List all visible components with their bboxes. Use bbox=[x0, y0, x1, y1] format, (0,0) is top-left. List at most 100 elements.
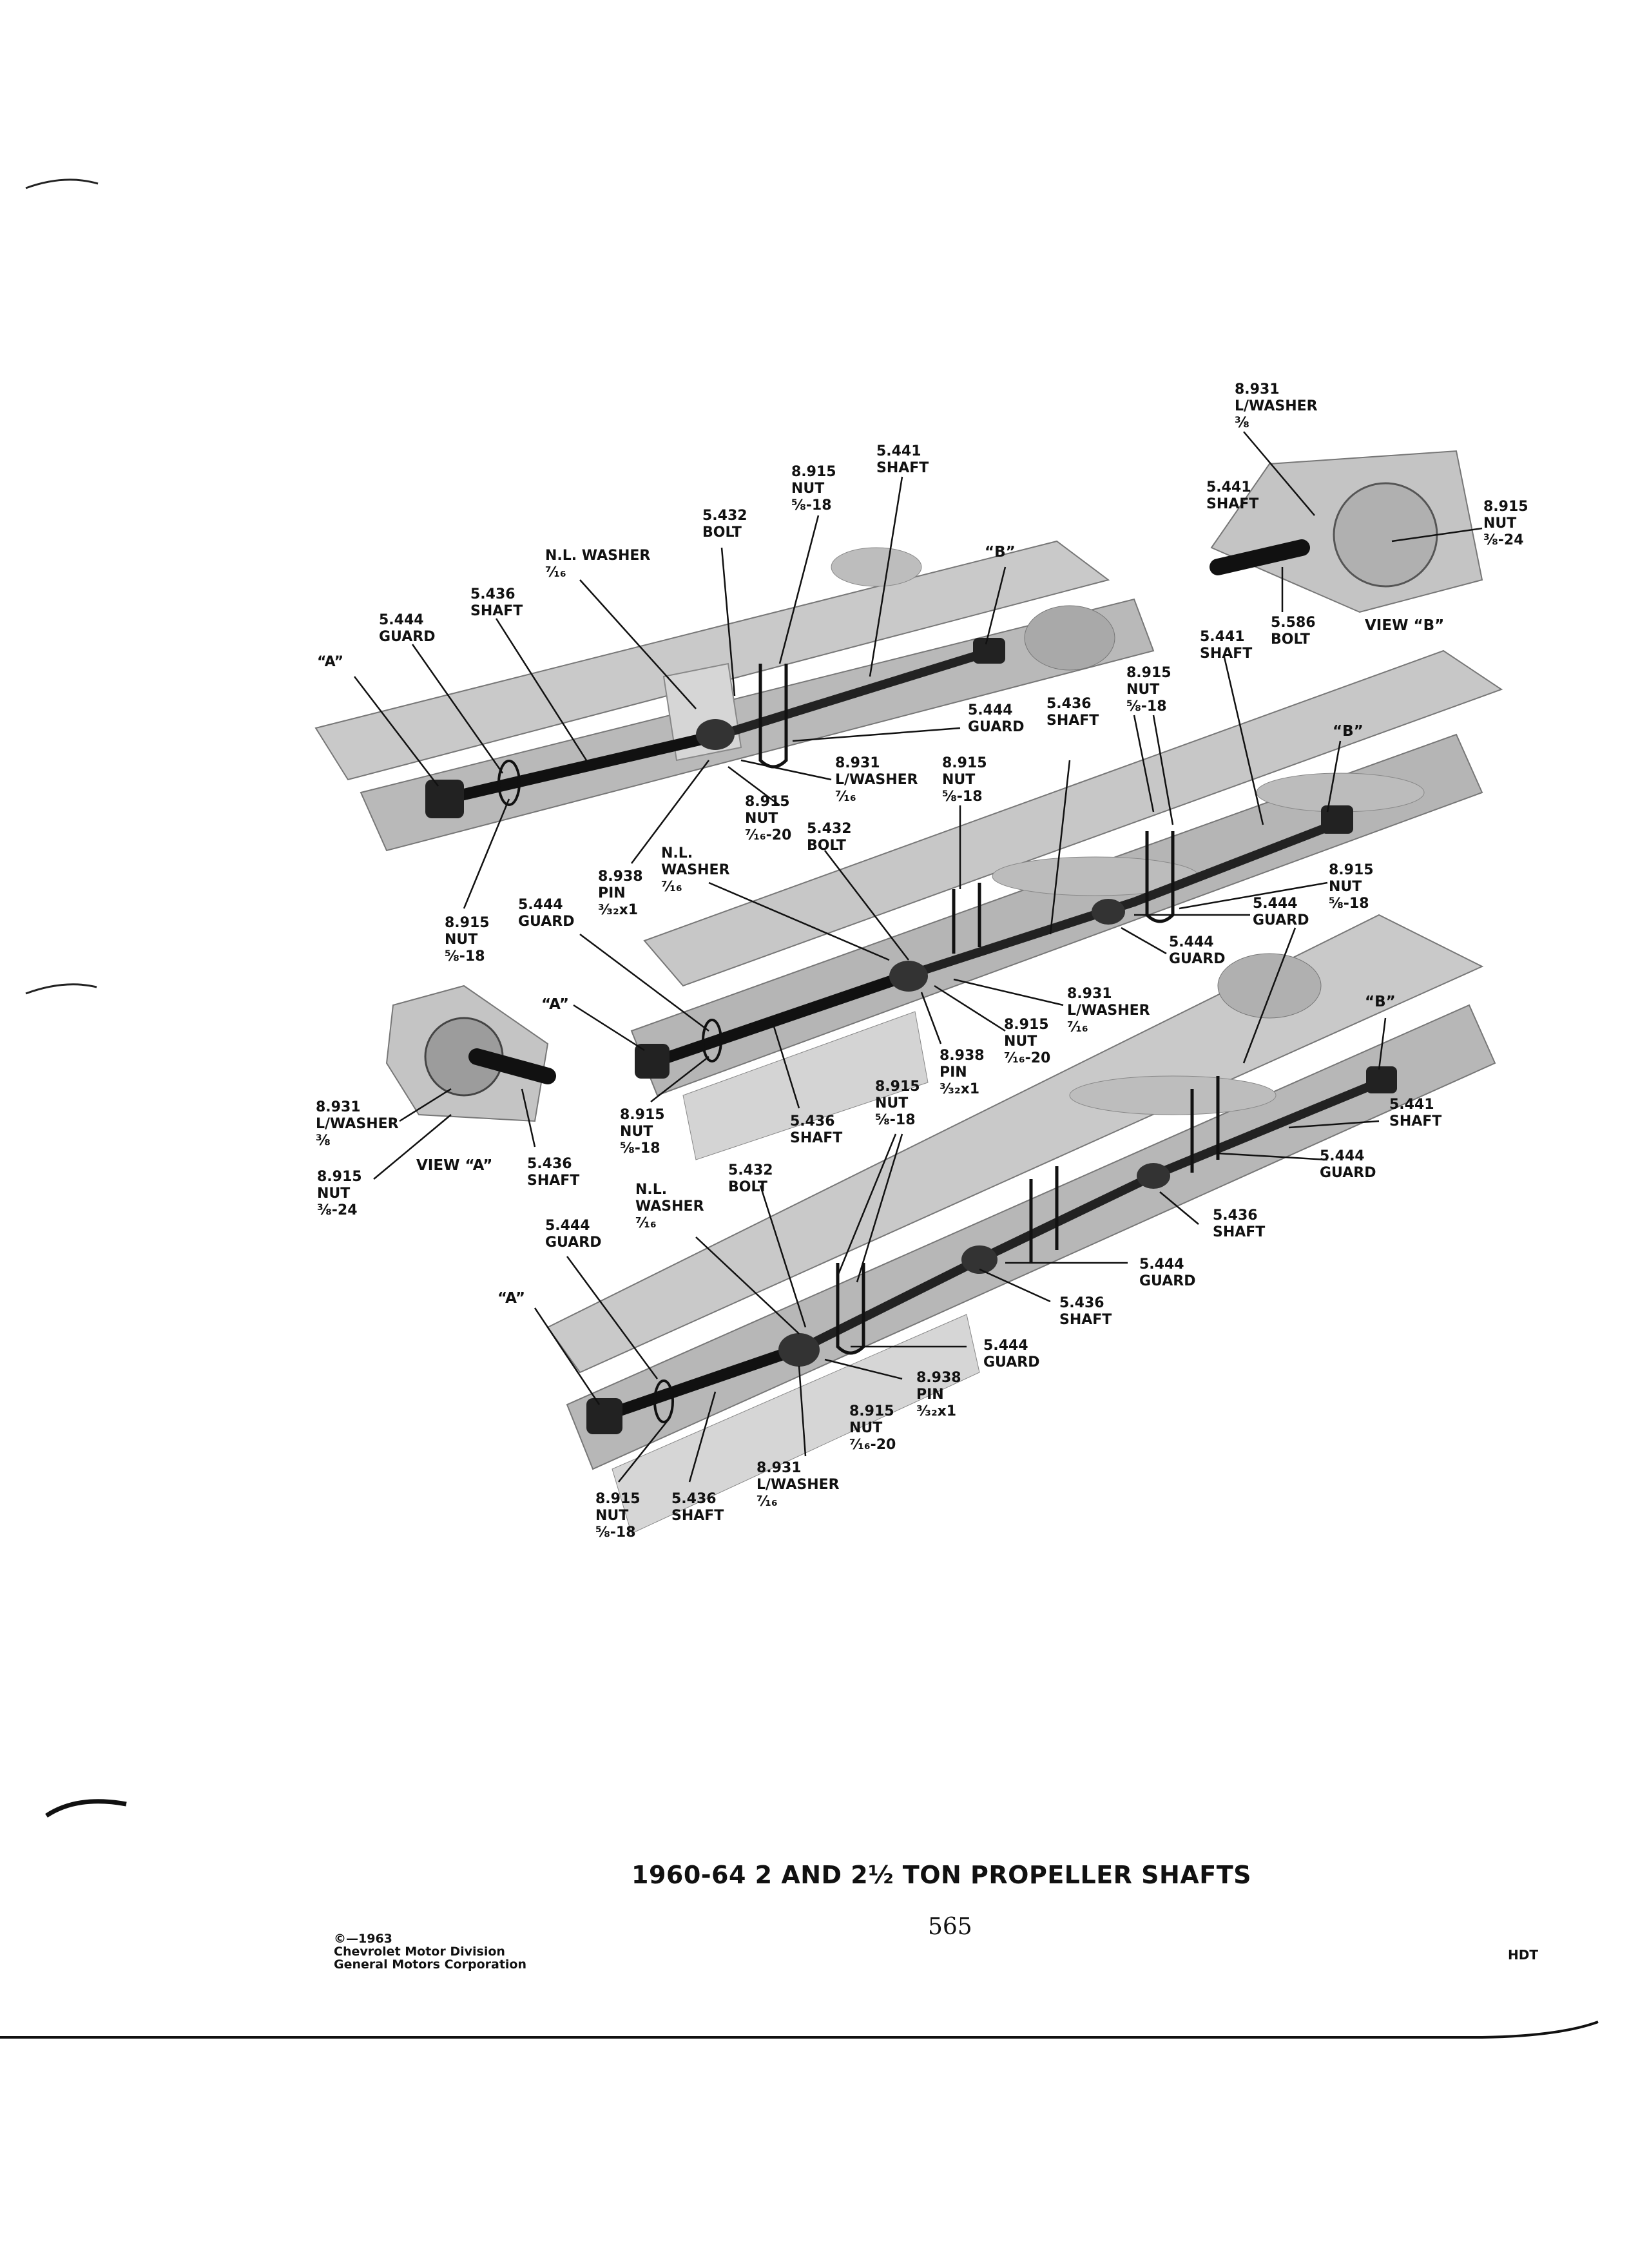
binder-mark-3 bbox=[45, 1799, 127, 1818]
frame-rail bbox=[643, 649, 1503, 987]
label-pin: 8.938 PIN ³⁄₃₂x1 bbox=[916, 1370, 961, 1419]
label-nut-58-18: 8.915 NUT ⅝-18 bbox=[445, 915, 490, 965]
label-b-marker: “B” bbox=[1365, 994, 1396, 1010]
leader-line bbox=[836, 1133, 897, 1276]
propeller-shaft bbox=[439, 729, 728, 805]
label-a-marker: “A” bbox=[541, 996, 569, 1013]
label-nut-38-24: 8.915 NUT ⅜-24 bbox=[1483, 499, 1528, 548]
label-shaft-5441: 5.441 SHAFT bbox=[1389, 1097, 1442, 1129]
frame-rail-lower bbox=[682, 1011, 929, 1160]
leader-line bbox=[399, 1088, 452, 1122]
label-nut-58-18: 8.915 NUT ⅝-18 bbox=[620, 1107, 665, 1157]
view-a-shaft bbox=[468, 1048, 556, 1084]
label-view-b: VIEW “B” bbox=[1365, 617, 1445, 634]
center-bearing bbox=[889, 961, 928, 992]
guard-strap bbox=[1190, 1076, 1220, 1173]
label-a-marker: “A” bbox=[317, 654, 344, 670]
label-lwasher: 8.931 L/WASHER ⁷⁄₁₆ bbox=[1067, 986, 1150, 1035]
spring bbox=[1069, 1075, 1277, 1115]
leader-line bbox=[1133, 715, 1155, 812]
leader-line bbox=[1121, 927, 1167, 955]
label-guard: 5.444 GUARD bbox=[968, 702, 1025, 735]
label-nut-58-18: 8.915 NUT ⅝-18 bbox=[875, 1079, 920, 1128]
leader-line bbox=[1217, 1152, 1328, 1161]
label-lwasher: 8.931 L/WASHER ⁷⁄₁₆ bbox=[757, 1460, 840, 1510]
view-a-drawing bbox=[385, 985, 556, 1122]
leader-line bbox=[463, 798, 510, 909]
leader-line bbox=[824, 1358, 903, 1380]
label-nut-58-18: 8.915 NUT ⅝-18 bbox=[791, 464, 836, 514]
label-bolt-5586: 5.586 BOLT bbox=[1271, 615, 1316, 648]
leader-line bbox=[985, 566, 1007, 645]
label-shaft-5441: 5.441 SHAFT bbox=[1200, 629, 1253, 662]
propeller-shaft bbox=[1155, 1078, 1383, 1177]
propeller-shaft bbox=[801, 1252, 990, 1351]
label-pin: 8.938 PIN ³⁄₃₂x1 bbox=[598, 869, 643, 918]
leader-line bbox=[869, 476, 903, 677]
label-nut-58-18: 8.915 NUT ⅝-18 bbox=[942, 755, 987, 805]
copyright-line: ©—1963 bbox=[334, 1932, 392, 1946]
label-shaft-5436: 5.436 SHAFT bbox=[527, 1156, 580, 1189]
view-b-shaft bbox=[1210, 539, 1310, 575]
center-bearing bbox=[1092, 899, 1125, 925]
leader-line bbox=[631, 760, 709, 864]
label-shaft-5436: 5.436 SHAFT bbox=[671, 1491, 724, 1524]
leader-line bbox=[534, 1307, 601, 1405]
leader-line bbox=[792, 727, 961, 742]
label-shaft-5441: 5.441 SHAFT bbox=[876, 443, 929, 476]
label-nut-58-18: 8.915 NUT ⅝-18 bbox=[595, 1491, 641, 1541]
label-nut-716-20: 8.915 NUT ⁷⁄₁₆-20 bbox=[849, 1403, 896, 1453]
label-guard: 5.444 GUARD bbox=[545, 1218, 602, 1251]
center-bearing bbox=[778, 1333, 820, 1367]
label-guard: 5.444 GUARD bbox=[1253, 896, 1309, 928]
label-pin: 8.938 PIN ³⁄₃₂x1 bbox=[940, 1048, 985, 1097]
leader-line bbox=[798, 1365, 807, 1457]
label-guard: 5.444 GUARD bbox=[379, 612, 436, 645]
leader-line bbox=[579, 579, 697, 709]
label-nl-washer: N.L. WASHER ⁷⁄₁₆ bbox=[661, 845, 730, 895]
leader-line bbox=[708, 881, 890, 961]
leader-line bbox=[778, 515, 820, 664]
u-joint bbox=[1366, 1066, 1397, 1093]
label-shaft-5441: 5.441 SHAFT bbox=[1206, 479, 1259, 512]
view-b-drawing bbox=[1210, 450, 1483, 613]
label-nut-716-20: 8.915 NUT ⁷⁄₁₆-20 bbox=[745, 794, 792, 843]
leader-line bbox=[1326, 740, 1342, 812]
bottom-rule bbox=[0, 2021, 1599, 2039]
doc-code: HDT bbox=[1508, 1947, 1538, 1963]
leader-line bbox=[1152, 715, 1174, 825]
leader-line bbox=[373, 1114, 452, 1180]
leader-line bbox=[495, 618, 588, 761]
label-guard: 5.444 GUARD bbox=[1320, 1148, 1376, 1181]
label-guard: 5.444 GUARD bbox=[983, 1338, 1040, 1370]
binder-mark-2 bbox=[25, 983, 97, 995]
leader-line bbox=[354, 676, 439, 787]
leader-line bbox=[772, 1024, 800, 1109]
leader-line bbox=[728, 766, 780, 806]
u-joint bbox=[586, 1398, 622, 1434]
label-shaft-5436: 5.436 SHAFT bbox=[1213, 1207, 1266, 1240]
leader-line bbox=[1288, 1120, 1380, 1129]
leader-line bbox=[920, 992, 942, 1044]
label-lwasher: 8.931 L/WASHER ⁷⁄₁₆ bbox=[835, 755, 918, 805]
propeller-shaft bbox=[593, 1341, 811, 1423]
label-bolt-5432: 5.432 BOLT bbox=[702, 508, 747, 541]
wheel-hub bbox=[1024, 605, 1115, 671]
label-nut-716-20: 8.915 NUT ⁷⁄₁₆-20 bbox=[1004, 1017, 1051, 1066]
leader-line bbox=[688, 1391, 717, 1483]
label-a-marker: “A” bbox=[497, 1290, 525, 1307]
assembly-1-drawing bbox=[314, 540, 1155, 852]
leader-line bbox=[953, 978, 1064, 1006]
guard-ring bbox=[653, 1379, 674, 1423]
label-shaft-5436: 5.436 SHAFT bbox=[1046, 696, 1099, 729]
assembly-3-drawing bbox=[546, 914, 1496, 1534]
leader-line bbox=[759, 1185, 807, 1328]
leader-line bbox=[1378, 1017, 1387, 1070]
guard-strap bbox=[1029, 1166, 1059, 1263]
label-b-marker: “B” bbox=[985, 544, 1016, 561]
guard-strap bbox=[952, 883, 981, 954]
spring-hanger bbox=[831, 547, 922, 587]
propeller-shaft bbox=[645, 967, 921, 1069]
leader-line bbox=[1243, 431, 1315, 516]
